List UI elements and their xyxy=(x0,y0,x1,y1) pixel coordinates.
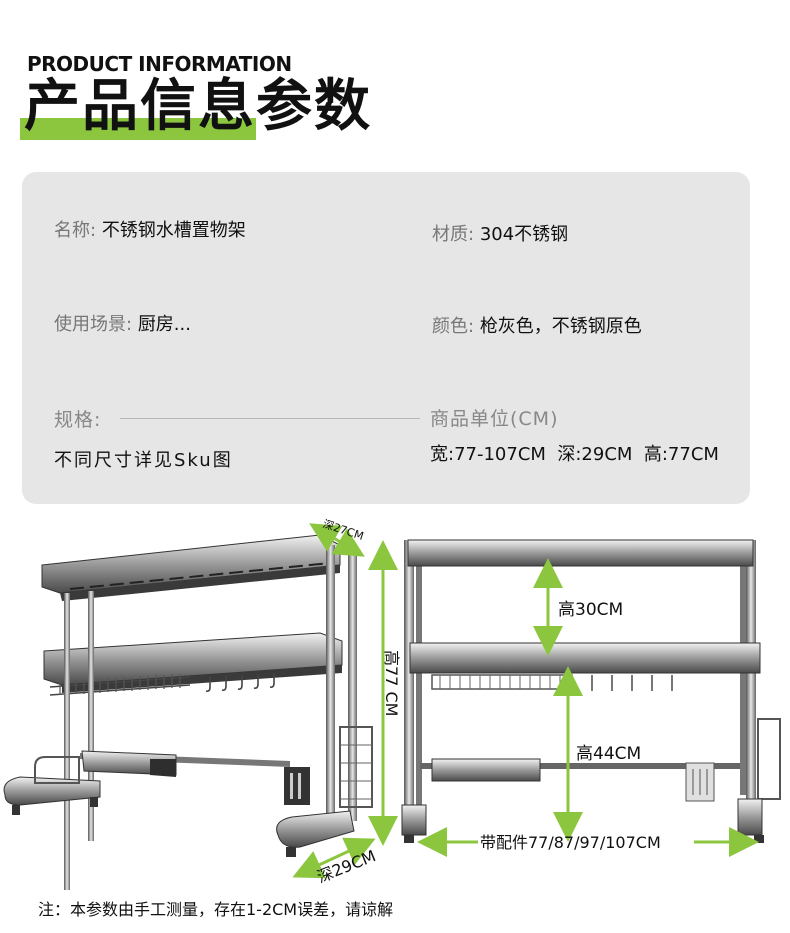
scene-value: 厨房... xyxy=(137,314,191,335)
scene-label: 使用场景: xyxy=(54,314,133,335)
name-label: 名称: xyxy=(54,220,97,241)
name-row: 名称: 不锈钢水槽置物架 xyxy=(54,216,246,242)
unit-label: 商品单位(CM) xyxy=(430,408,559,430)
product-diagram: 深27CM 高77 CM 深29CM xyxy=(3,517,781,890)
material-row: 材质: 304不锈钢 xyxy=(432,220,568,246)
scene-row: 使用场景: 厨房... xyxy=(54,310,191,336)
color-row: 颜色: 枪灰色，不锈钢原色 xyxy=(432,312,642,338)
dimensions-value: 宽:77-107CM 深:29CM 高:77CM xyxy=(430,444,719,465)
info-panel xyxy=(22,172,750,504)
left-rack-image: 深27CM 高77 CM 深29CM xyxy=(3,517,401,890)
tier-gap-label: 高30CM xyxy=(558,600,623,620)
spec-label: 规格: xyxy=(54,409,102,431)
english-title: PRODUCT INFORMATION xyxy=(27,52,292,76)
spec-value: 不同尺寸详见Sku图 xyxy=(54,450,233,471)
width-options-label: 带配件77/87/97/107CM xyxy=(480,833,661,852)
measurement-note: 注：本参数由手工测量，存在1-2CM误差，请谅解 xyxy=(38,900,394,919)
spec-divider xyxy=(120,418,420,419)
title-accent-bar xyxy=(20,118,256,140)
lower-height-label: 高44CM xyxy=(576,744,641,764)
color-value: 枪灰色，不锈钢原色 xyxy=(479,316,642,337)
material-value: 304不锈钢 xyxy=(479,224,569,245)
color-label: 颜色: xyxy=(432,316,475,337)
material-label: 材质: xyxy=(432,224,475,245)
chinese-title: 产品信息参数 xyxy=(24,74,372,139)
height-label: 高77 CM xyxy=(382,650,401,716)
name-value: 不锈钢水槽置物架 xyxy=(101,220,246,241)
right-rack-image: 高30CM 高44CM 带配件77/87/97/107CM xyxy=(401,539,781,857)
